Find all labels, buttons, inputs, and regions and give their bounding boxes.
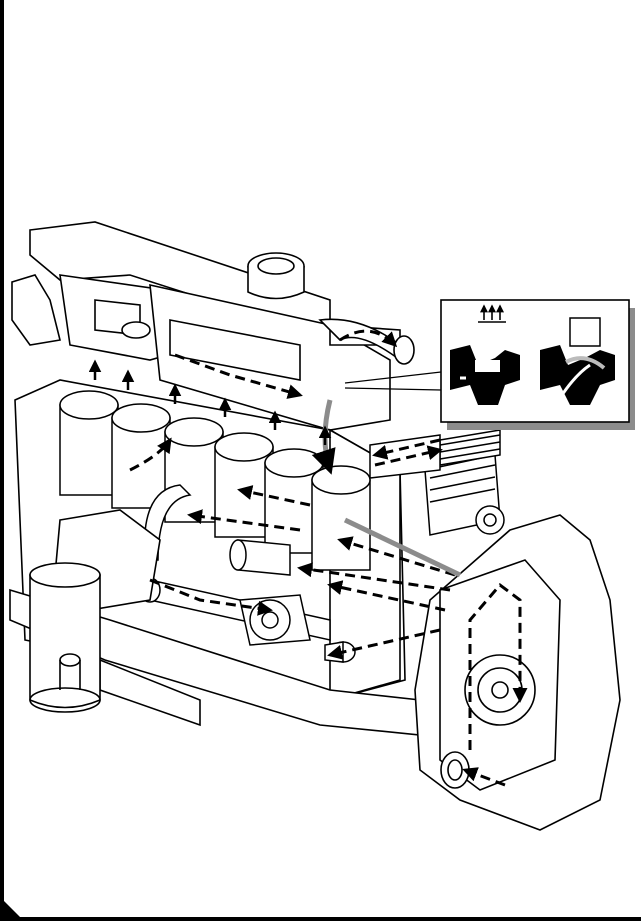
flow-arrow-cover bbox=[468, 582, 528, 750]
flow-arrow-1 bbox=[327, 628, 441, 660]
flow-arrow-compressor bbox=[374, 445, 443, 467]
flow-arrow-3 bbox=[297, 562, 451, 592]
flow-arrow-gallery bbox=[149, 578, 273, 616]
flow-arrow-2 bbox=[327, 580, 446, 612]
inset-leader bbox=[344, 371, 442, 391]
flow-arrow-compressor-return bbox=[372, 438, 441, 460]
thermostat-closed-icon bbox=[450, 345, 520, 405]
oil-filter bbox=[29, 509, 161, 713]
flow-arrow-5 bbox=[187, 509, 301, 532]
flow-arrow-inlet bbox=[462, 767, 506, 787]
cylinder-1 bbox=[59, 390, 119, 496]
flow-arrow-grey-long bbox=[343, 517, 462, 578]
water-pump bbox=[229, 539, 356, 663]
flow-arrow-7 bbox=[129, 437, 172, 472]
thermostat-open-icon bbox=[540, 317, 615, 405]
flow-up-arrows-icon bbox=[478, 304, 506, 323]
flow-arrow-6 bbox=[237, 485, 311, 507]
corner-mark-icon bbox=[0, 897, 24, 921]
cylinder-6 bbox=[311, 465, 371, 571]
detail-inset bbox=[440, 299, 635, 430]
head-outlet-icon bbox=[393, 335, 415, 365]
timing-cover bbox=[414, 514, 621, 831]
coolant-flow-arrows bbox=[129, 329, 528, 787]
flow-arrow-head bbox=[174, 353, 303, 399]
cylinder-head bbox=[11, 221, 415, 431]
upward-flow-arrows bbox=[88, 359, 332, 445]
flow-arrow-outlet bbox=[339, 329, 398, 348]
flow-arrow-4 bbox=[337, 536, 456, 577]
